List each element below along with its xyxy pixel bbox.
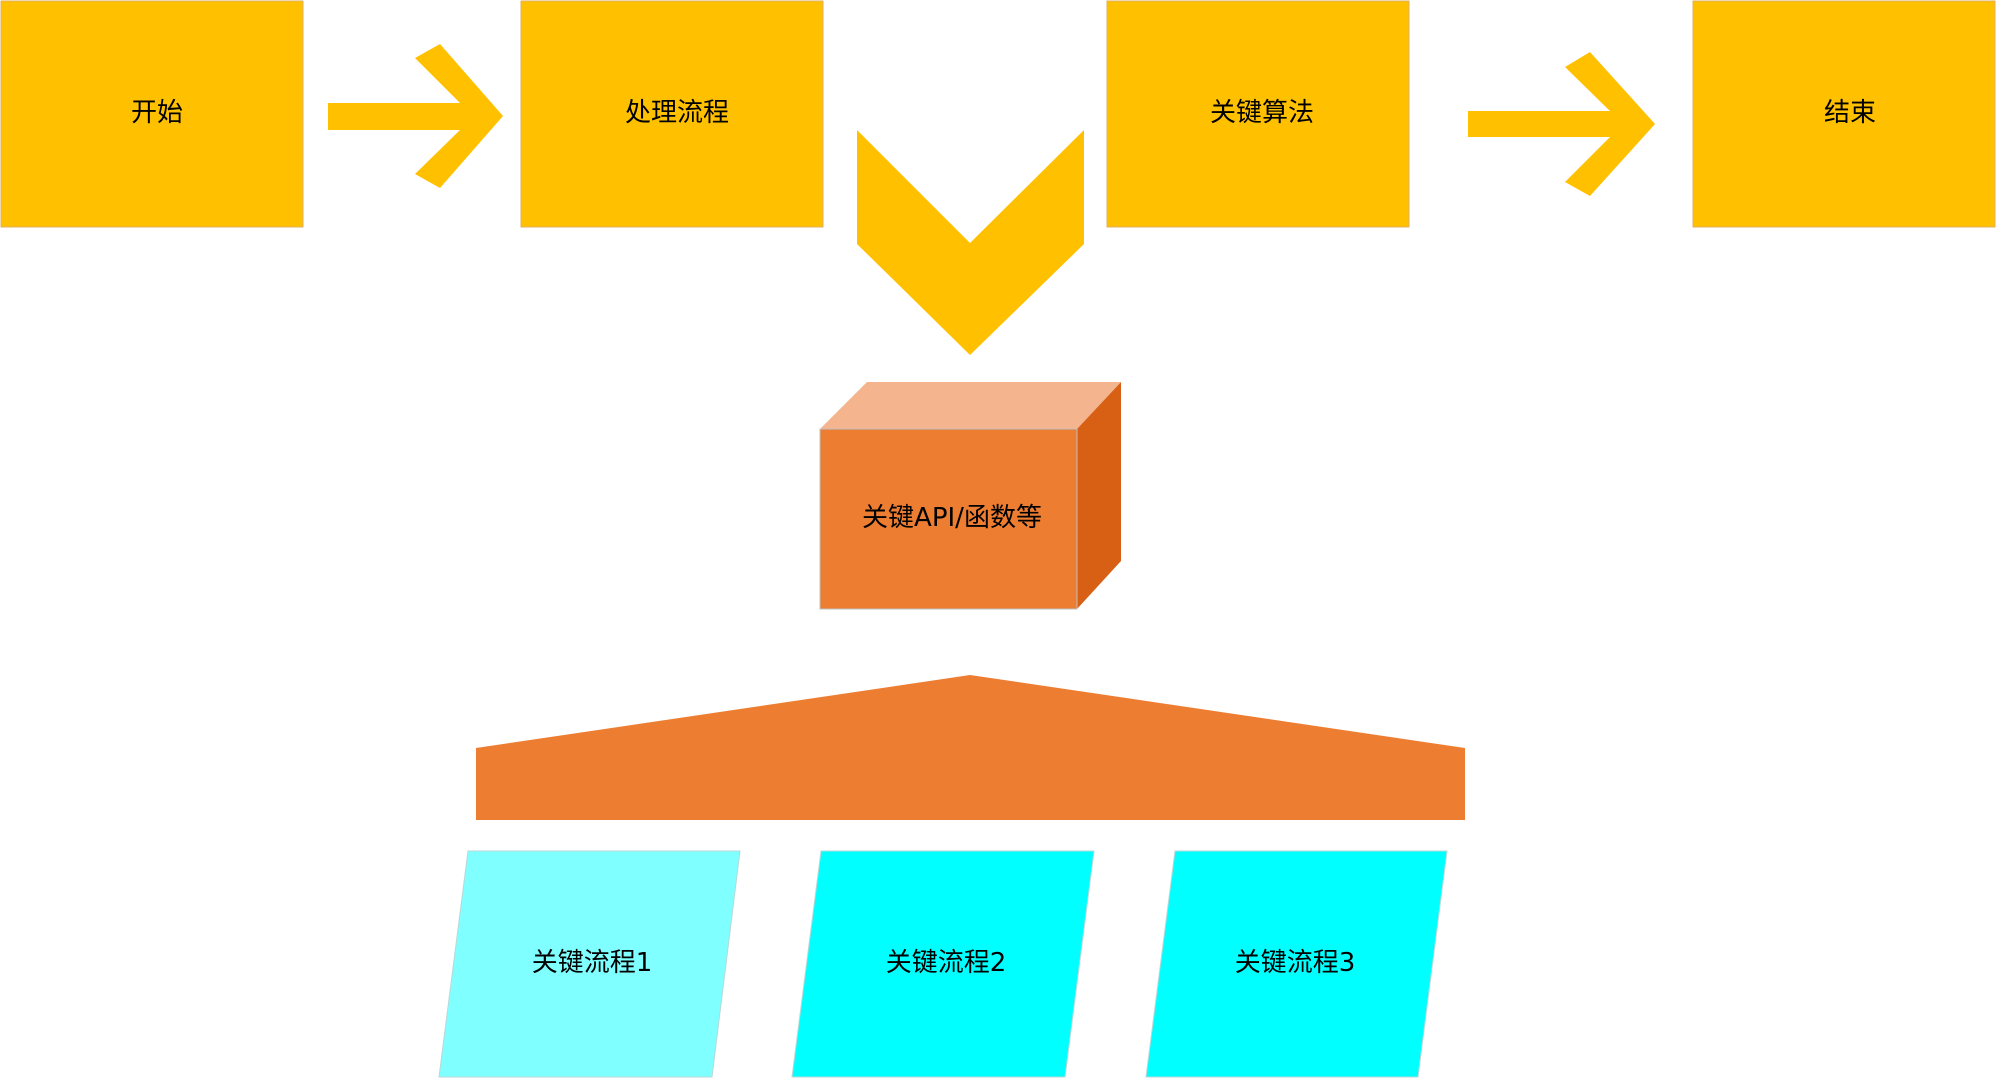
api-box-side <box>1077 382 1121 609</box>
step-end[interactable]: 结束 <box>1692 0 1996 228</box>
step-algorithm-label: 关键算法 <box>1210 98 1314 128</box>
arrow-right-1 <box>328 44 503 188</box>
api-box-label: 关键API/函数等 <box>862 503 1042 533</box>
process-3-label: 关键流程3 <box>1235 948 1356 978</box>
step-end-label: 结束 <box>1824 98 1876 128</box>
api-box-front <box>819 428 1078 610</box>
api-box[interactable]: 关键API/函数等 <box>819 382 1121 610</box>
process-1-label: 关键流程1 <box>532 948 653 978</box>
process-3[interactable]: 关键流程3 <box>1145 850 1448 1078</box>
process-2-label: 关键流程2 <box>886 948 1007 978</box>
step-process-label: 处理流程 <box>625 98 729 128</box>
step-process[interactable]: 处理流程 <box>520 0 824 228</box>
step-start-label: 开始 <box>131 98 183 128</box>
api-box-top <box>820 382 1121 429</box>
arrow-right-2 <box>1468 52 1655 196</box>
chevron-down-arrow <box>857 130 1084 355</box>
branch-bar <box>476 675 1465 820</box>
step-algorithm[interactable]: 关键算法 <box>1106 0 1410 228</box>
step-start[interactable]: 开始 <box>0 0 304 228</box>
process-2[interactable]: 关键流程2 <box>791 850 1095 1078</box>
process-1[interactable]: 关键流程1 <box>438 850 741 1078</box>
